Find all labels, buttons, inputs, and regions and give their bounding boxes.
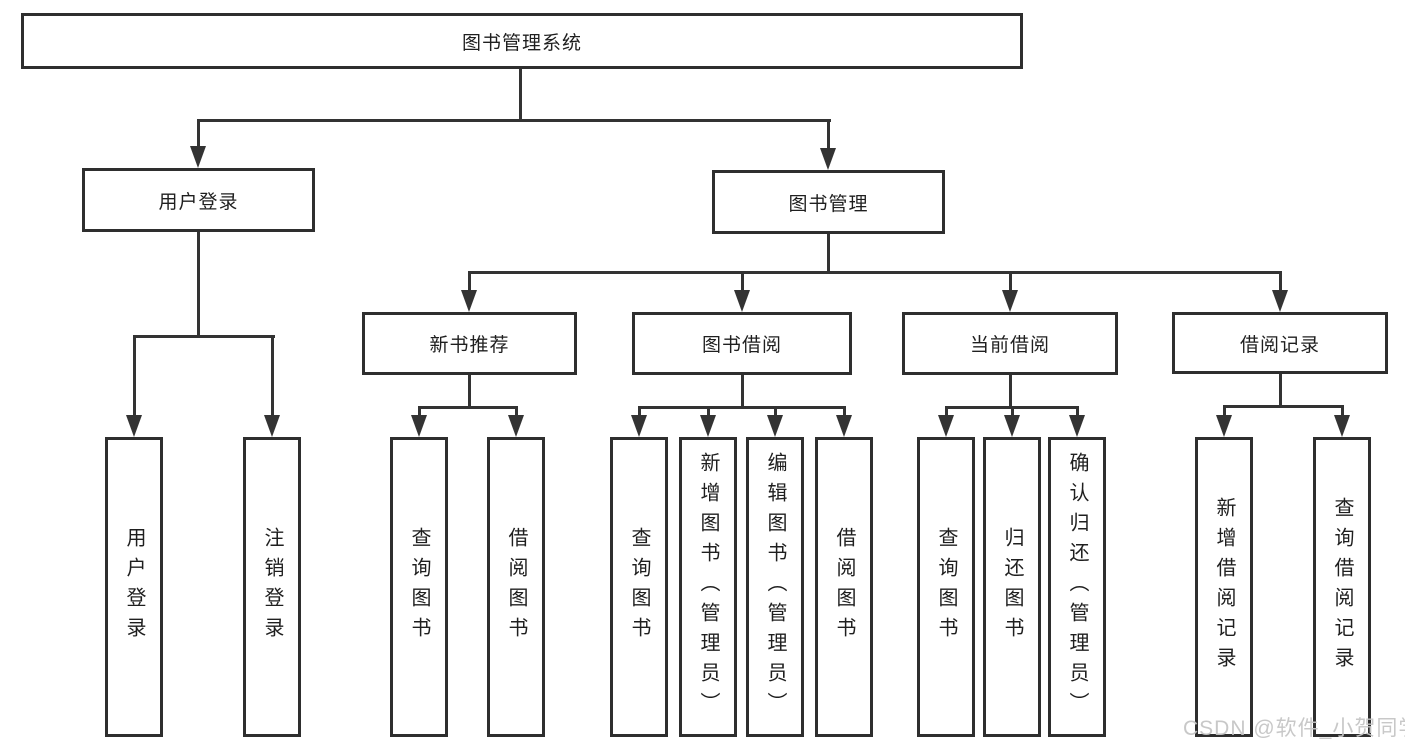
user-login-label: 用户登录 — [158, 191, 239, 213]
leaf-borrowing-add-label: 新增图书（管理员） — [697, 452, 719, 722]
connector-vline — [1223, 405, 1226, 417]
arrow-down-icon — [411, 415, 427, 437]
connector-vline — [468, 271, 471, 292]
leaf-logout-label: 注销登录 — [261, 527, 283, 647]
leaf-borrowing-edit: 编辑图书（管理员） — [746, 437, 804, 737]
connector-vline — [197, 232, 200, 338]
leaf-user-login-label: 用户登录 — [123, 527, 145, 647]
arrow-down-icon — [1216, 415, 1232, 437]
arrow-down-icon — [631, 415, 647, 437]
leaf-current-confirm-label: 确认归还（管理员） — [1066, 452, 1088, 722]
new-book-label: 新书推荐 — [429, 335, 510, 356]
leaf-records-query: 查询借阅记录 — [1313, 437, 1371, 737]
connector-vline — [519, 68, 522, 122]
connector-vline — [1011, 406, 1014, 417]
current-borrow-box: 当前借阅 — [902, 312, 1118, 375]
connector-vline — [271, 335, 274, 417]
leaf-current-return: 归还图书 — [983, 437, 1041, 737]
connector-vline — [638, 406, 641, 417]
arrow-down-icon — [190, 146, 206, 168]
arrow-down-icon — [1272, 290, 1288, 312]
connector-vline — [468, 375, 471, 409]
leaf-borrowing-query: 查询图书 — [610, 437, 668, 737]
connector-hline — [1223, 405, 1344, 408]
arrow-down-icon — [508, 415, 524, 437]
leaf-records-add: 新增借阅记录 — [1195, 437, 1253, 737]
arrow-down-icon — [126, 415, 142, 437]
leaf-logout: 注销登录 — [243, 437, 301, 737]
borrow-records-label: 借阅记录 — [1239, 334, 1320, 356]
user-login-box: 用户登录 — [82, 168, 315, 232]
connector-vline — [197, 119, 200, 150]
csdn-watermark: CSDN @软件_小贺同学 — [1183, 717, 1405, 740]
connector-hline — [418, 406, 518, 409]
leaf-borrowing-edit-label: 编辑图书（管理员） — [764, 452, 786, 722]
connector-vline — [945, 406, 948, 417]
connector-vline — [418, 406, 421, 417]
arrow-down-icon — [938, 415, 954, 437]
leaf-current-confirm: 确认归还（管理员） — [1048, 437, 1106, 737]
leaf-current-query-label: 查询图书 — [935, 527, 957, 647]
arrow-down-icon — [1334, 415, 1350, 437]
connector-hline — [133, 335, 275, 338]
connector-vline — [827, 234, 830, 274]
arrow-down-icon — [734, 290, 750, 312]
leaf-records-add-label: 新增借阅记录 — [1213, 497, 1235, 677]
connector-vline — [827, 119, 830, 152]
connector-hline — [638, 406, 846, 409]
leaf-newbook-borrow-label: 借阅图书 — [505, 527, 527, 647]
connector-vline — [1009, 271, 1012, 292]
current-borrow-label: 当前借阅 — [969, 335, 1050, 356]
leaf-newbook-query-label: 查询图书 — [408, 527, 430, 647]
arrow-down-icon — [767, 415, 783, 437]
arrow-down-icon — [1002, 290, 1018, 312]
connector-vline — [774, 406, 777, 417]
arrow-down-icon — [461, 290, 477, 312]
connector-hline — [197, 119, 831, 122]
leaf-borrowing-query-label: 查询图书 — [628, 527, 650, 647]
leaf-records-query-label: 查询借阅记录 — [1331, 497, 1353, 677]
arrow-down-icon — [264, 415, 280, 437]
leaf-borrowing-add: 新增图书（管理员） — [679, 437, 737, 737]
connector-vline — [515, 406, 518, 417]
leaf-current-return-label: 归还图书 — [1001, 527, 1023, 647]
connector-vline — [1279, 374, 1282, 408]
arrow-down-icon — [700, 415, 716, 437]
leaf-current-query: 查询图书 — [917, 437, 975, 737]
connector-vline — [707, 406, 710, 417]
connector-vline — [1076, 406, 1079, 417]
leaf-borrowing-borrow: 借阅图书 — [815, 437, 873, 737]
book-mgmt-box: 图书管理 — [712, 170, 945, 234]
root-label: 图书管理系统 — [461, 32, 582, 54]
connector-vline — [1279, 271, 1282, 292]
borrow-records-box: 借阅记录 — [1172, 312, 1388, 374]
leaf-newbook-query: 查询图书 — [390, 437, 448, 737]
arrow-down-icon — [1069, 415, 1085, 437]
connector-vline — [1341, 405, 1344, 417]
leaf-newbook-borrow: 借阅图书 — [487, 437, 545, 737]
arrow-down-icon — [836, 415, 852, 437]
connector-vline — [843, 406, 846, 417]
root-box-library-system: 图书管理系统 — [21, 13, 1023, 69]
arrow-down-icon — [1004, 415, 1020, 437]
connector-vline — [741, 375, 744, 409]
connector-vline — [1009, 375, 1012, 409]
borrowing-box: 图书借阅 — [632, 312, 852, 375]
connector-vline — [741, 271, 744, 292]
connector-hline — [468, 271, 1281, 274]
arrow-down-icon — [820, 148, 836, 170]
book-mgmt-label: 图书管理 — [788, 193, 869, 215]
borrowing-label: 图书借阅 — [701, 335, 782, 356]
connector-vline — [133, 335, 136, 417]
leaf-user-login: 用户登录 — [105, 437, 163, 737]
new-book-box: 新书推荐 — [362, 312, 577, 375]
leaf-borrowing-borrow-label: 借阅图书 — [833, 527, 855, 647]
